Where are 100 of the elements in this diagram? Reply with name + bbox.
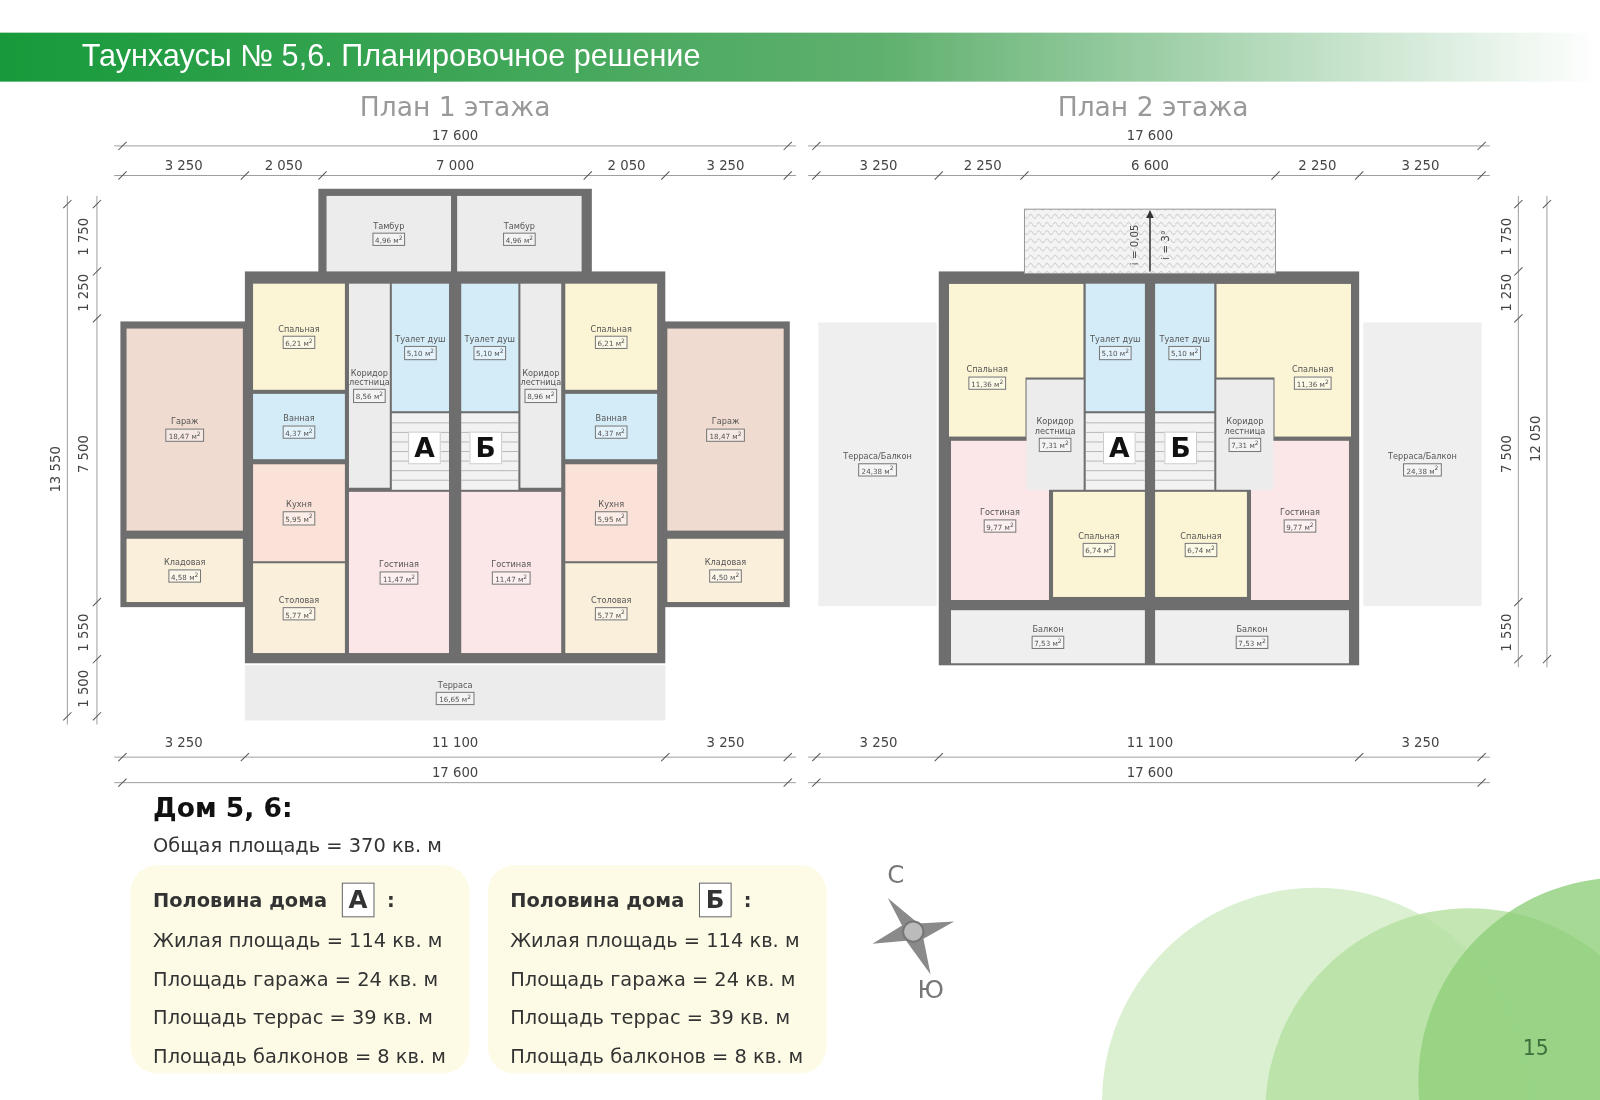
dimension-label: 6 600 <box>1131 157 1169 173</box>
room-area <box>253 464 345 562</box>
card-heading: Половина дома <box>510 888 685 912</box>
room-name: Столовая <box>591 595 632 605</box>
room-name: Туалет душ <box>464 335 515 345</box>
half-letter: Б <box>698 882 732 918</box>
dimension-label: 2 050 <box>607 157 646 173</box>
room-name: Терраса/Балкон <box>1388 451 1457 462</box>
room-name: Гостиная <box>980 508 1020 518</box>
area-summary: Жилая площадь = 114 кв. м <box>153 927 444 953</box>
dimension-label: 1 550 <box>76 613 92 652</box>
dimension-label: 1 550 <box>1498 613 1514 652</box>
dimension-label: 3 250 <box>706 157 745 173</box>
room-area <box>565 393 658 460</box>
room-area <box>1155 610 1349 664</box>
room-name: Балкон <box>1032 624 1064 634</box>
room-name: Ванная <box>283 414 315 424</box>
room-name: Спальная <box>278 324 320 334</box>
room-area <box>1216 379 1274 490</box>
room-name: Кладовая <box>704 558 747 568</box>
room-area <box>253 393 345 460</box>
compass-letter: С <box>887 860 905 889</box>
room-area <box>818 322 937 607</box>
area-summary: Площадь террас = 39 кв. м <box>510 1005 792 1031</box>
dimension-label: 1 500 <box>76 669 92 708</box>
dimension-label: 13 550 <box>47 446 63 493</box>
room-name: Гараж <box>170 417 199 427</box>
room-area <box>326 195 451 272</box>
dimension-label: 3 250 <box>164 735 203 751</box>
room-area <box>1216 283 1351 437</box>
room-name: Коридор лестница <box>520 368 562 388</box>
room-area <box>457 195 582 272</box>
room-name: Гостиная <box>491 560 532 570</box>
room-area <box>565 563 658 654</box>
room-area <box>1053 491 1145 597</box>
room-name: Спальная <box>966 365 1008 375</box>
room-area <box>565 283 658 390</box>
area-summary: Площадь гаража = 24 кв. м <box>153 966 440 992</box>
dimension-label: 17 600 <box>431 128 479 144</box>
room-area <box>1251 440 1349 600</box>
dimension-label: 1 750 <box>76 217 92 256</box>
dimension-label: 3 250 <box>859 157 898 173</box>
room-area <box>349 283 390 488</box>
house-heading: Дом 5, 6: <box>153 792 293 824</box>
dimension-label: 3 250 <box>1401 735 1440 751</box>
room-area <box>1026 379 1084 490</box>
room-name: Ванная <box>595 414 627 424</box>
room-area <box>461 283 519 412</box>
room-area <box>565 464 658 562</box>
room-name: Туалет душ <box>395 335 446 345</box>
dimension-label: 3 250 <box>706 735 745 751</box>
plan-title: План 2 этажа <box>1057 91 1249 123</box>
room-area <box>948 283 1084 437</box>
half-marker: Б <box>1164 431 1197 465</box>
room-name: Гараж <box>711 417 740 427</box>
dimension-label: 3 250 <box>164 157 203 173</box>
dimension-label: 2 250 <box>963 157 1002 173</box>
dimension-label: 7 500 <box>1498 435 1514 474</box>
card-heading: : <box>743 888 752 912</box>
area-summary: Площадь террас = 39 кв. м <box>153 1005 434 1031</box>
dimension-label: 2 050 <box>264 157 303 173</box>
room-name: Терраса/Балкон <box>843 451 912 462</box>
room-name: Спальная <box>1180 531 1222 542</box>
page-number: 15 <box>1522 1035 1549 1061</box>
room-area <box>391 283 449 412</box>
summary-card <box>487 865 827 1074</box>
room-name: Тамбур <box>503 221 535 231</box>
room-area <box>461 491 562 654</box>
dimension-label: 12 050 <box>1528 415 1544 462</box>
room-area <box>253 563 345 654</box>
dimension-label: 3 250 <box>859 735 898 751</box>
room-name: Балкон <box>1236 624 1268 634</box>
room-area <box>126 328 243 531</box>
room-name: Тамбур <box>373 221 405 231</box>
card-heading: Половина дома <box>153 888 328 912</box>
room-name: Спальная <box>1292 365 1334 375</box>
dimension-label: 17 600 <box>431 764 479 781</box>
half-marker: Б <box>469 431 502 465</box>
area-summary: Площадь балконов = 8 кв. м <box>153 1043 447 1070</box>
room-name: Кладовая <box>164 558 206 568</box>
room-area <box>1363 322 1482 607</box>
room-area <box>520 283 562 488</box>
room-area <box>126 538 243 603</box>
page-title: Таунхаусы № 5,6. Планировочное решение <box>81 38 701 74</box>
dimension-label: 3 250 <box>1401 157 1440 173</box>
room-name: Спальная <box>1078 531 1120 542</box>
room-name: Коридор лестница <box>1223 417 1267 437</box>
dimension-label: 7 000 <box>436 157 475 173</box>
slope-label: i = 0,05 <box>1129 224 1141 266</box>
room-name: Коридор лестница <box>1033 417 1077 437</box>
room-area <box>349 491 449 654</box>
room-area <box>253 283 345 390</box>
compass-letter: Ю <box>917 975 944 1005</box>
dimension-label: 11 100 <box>431 735 479 751</box>
slope-label: i = 3° <box>1159 230 1171 260</box>
room-name: Спальная <box>590 324 632 334</box>
room-name: Гостиная <box>379 560 419 570</box>
dimension-label: 1 250 <box>1498 273 1514 312</box>
area-summary: Жилая площадь = 114 кв. м <box>510 927 801 953</box>
plan-title: План 1 этажа <box>359 91 551 123</box>
